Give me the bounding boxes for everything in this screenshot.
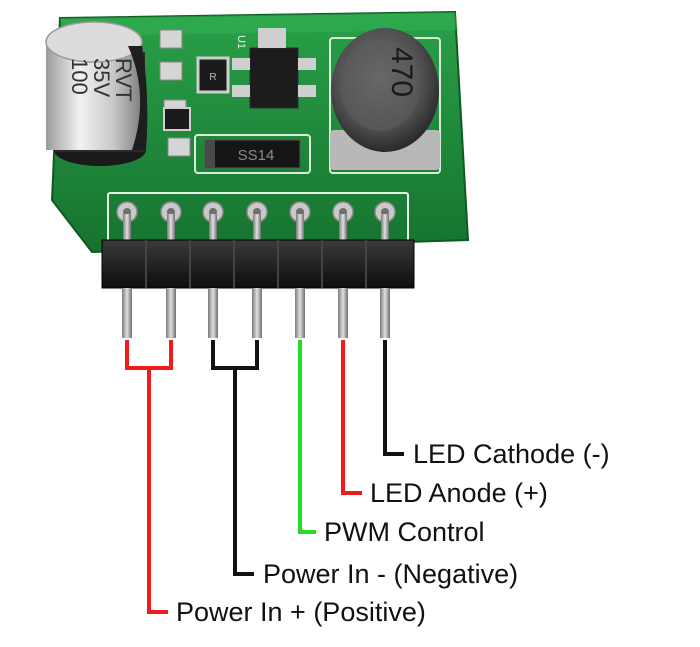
- electrolytic-capacitor: 100 35V RVT: [45, 21, 148, 166]
- capacitor-line-3: RVT: [111, 58, 136, 102]
- header-pin-top: [123, 214, 131, 242]
- label-power-in-positive: Power In + (Positive): [176, 597, 426, 627]
- wire-power-positive: [125, 340, 173, 614]
- header-pin-bottom: [252, 288, 262, 338]
- capacitor-line-2: 35V: [89, 58, 114, 97]
- header-pin-bottom: [166, 288, 176, 338]
- header-pin-top: [296, 214, 304, 242]
- header-pin-bottom: [122, 288, 132, 338]
- capacitor-line-1: 100: [67, 58, 92, 95]
- label-pwm-control: PWM Control: [324, 517, 485, 547]
- inductor-marking: 470: [385, 47, 418, 97]
- header-pin-top: [253, 214, 261, 242]
- solder-pads: [159, 29, 191, 157]
- header-pins-top: [116, 201, 396, 242]
- smd-ic: U1: [232, 28, 316, 109]
- header-pin-bottom: [208, 288, 218, 338]
- label-power-in-negative: Power In - (Negative): [263, 559, 519, 589]
- header-pin-top: [209, 214, 217, 242]
- header-pin-top: [381, 214, 389, 242]
- wire-led-cathode: [383, 340, 404, 456]
- smd-diode: SS14: [204, 139, 301, 169]
- header-pins-bottom: [122, 288, 390, 338]
- wire-power-negative: [211, 340, 259, 576]
- header-pin-top: [167, 214, 175, 242]
- header-pin-bottom: [338, 288, 348, 338]
- power-inductor: 470: [330, 28, 440, 170]
- pin-header-plastic: [101, 239, 415, 289]
- header-pin-bottom: [380, 288, 390, 338]
- header-pin-top: [339, 214, 347, 242]
- wiring: [125, 340, 404, 614]
- wire-led-anode: [341, 340, 362, 495]
- resistor-marking: R: [209, 72, 216, 83]
- diode-marking: SS14: [238, 147, 275, 164]
- header-pin-bottom: [295, 288, 305, 338]
- smd-resistor: R: [163, 56, 230, 131]
- label-led-anode: LED Anode (+): [370, 478, 548, 508]
- ic-marking: U1: [235, 35, 247, 49]
- wire-pwm: [298, 340, 316, 534]
- label-led-cathode: LED Cathode (-): [413, 439, 610, 469]
